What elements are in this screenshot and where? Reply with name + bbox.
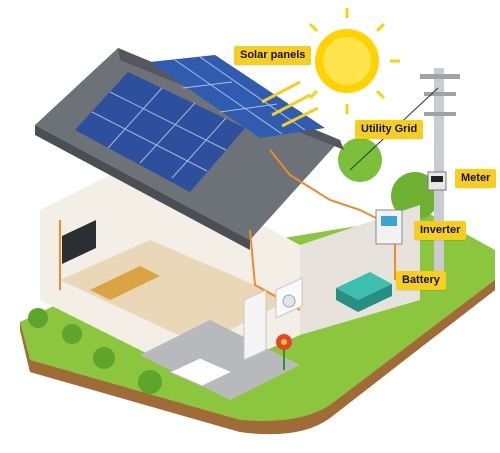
tv-unit — [62, 220, 96, 264]
solar-panel-array — [75, 55, 325, 192]
bushes — [28, 308, 162, 394]
flower-icon — [276, 334, 292, 370]
inverter-label: Inverter — [414, 221, 467, 240]
battery-bank — [336, 272, 392, 312]
washing-machine — [275, 277, 303, 319]
battery-label: Battery — [396, 271, 446, 290]
meter-device — [427, 171, 447, 191]
sofa — [90, 266, 160, 300]
utility-grid-label: Utility Grid — [355, 120, 424, 139]
tree-right-2 — [391, 172, 439, 220]
kitchen-table — [168, 357, 234, 387]
solar-panels-label: Solar panels — [234, 46, 312, 65]
fridge — [243, 289, 267, 361]
meter-label: Meter — [455, 169, 497, 188]
sunlight-rays — [261, 80, 319, 128]
inverter-device — [375, 209, 403, 245]
